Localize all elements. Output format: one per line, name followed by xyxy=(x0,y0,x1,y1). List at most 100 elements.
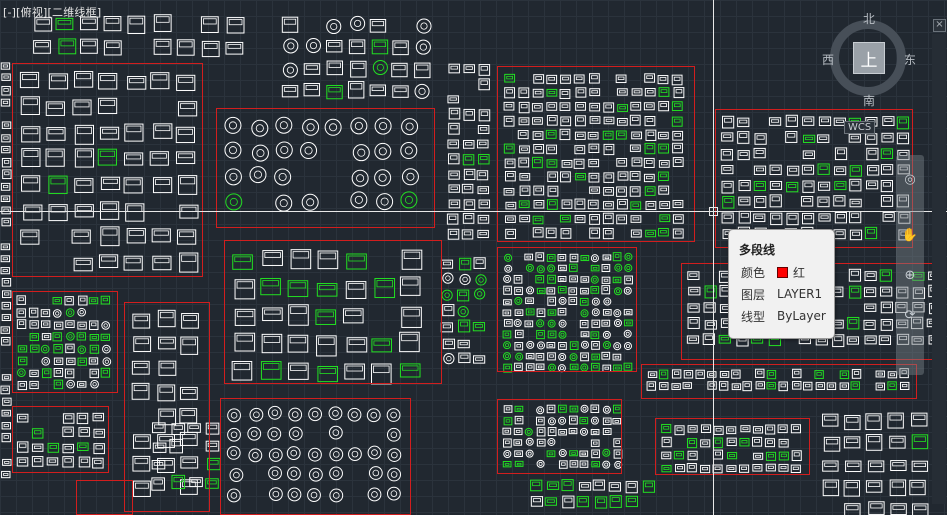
cad-block[interactable] xyxy=(582,333,588,336)
cad-block[interactable] xyxy=(4,399,10,403)
cad-block[interactable] xyxy=(373,365,390,374)
cad-block[interactable] xyxy=(559,256,565,260)
cad-block[interactable] xyxy=(367,445,382,460)
cad-block[interactable] xyxy=(58,38,77,55)
cad-block[interactable] xyxy=(99,126,120,140)
cad-block[interactable] xyxy=(444,292,450,298)
cad-block[interactable] xyxy=(880,286,893,297)
cad-block[interactable] xyxy=(866,147,879,161)
cad-block[interactable] xyxy=(268,487,283,502)
cad-block[interactable] xyxy=(591,118,599,122)
cad-block[interactable] xyxy=(672,199,684,208)
cad-block[interactable] xyxy=(895,301,908,313)
cad-block[interactable] xyxy=(3,411,9,415)
navigation-bar[interactable]: ◎ ✋ ⊕ ⟳ xyxy=(896,155,924,375)
cad-block[interactable] xyxy=(505,419,511,423)
cad-block[interactable] xyxy=(442,261,451,266)
cad-block[interactable] xyxy=(224,141,242,159)
cad-block[interactable] xyxy=(558,428,567,436)
cad-block[interactable] xyxy=(236,334,253,342)
cad-block[interactable] xyxy=(661,216,669,220)
cad-block[interactable] xyxy=(559,310,565,313)
group-box-round-tables[interactable] xyxy=(220,398,411,515)
cad-block[interactable] xyxy=(177,101,198,117)
cad-block[interactable] xyxy=(505,228,517,239)
cad-block[interactable] xyxy=(766,370,777,380)
cad-block[interactable] xyxy=(458,319,471,333)
cad-block[interactable] xyxy=(913,436,927,442)
cad-block[interactable] xyxy=(135,482,149,489)
cad-block[interactable] xyxy=(589,102,601,112)
cad-block[interactable] xyxy=(914,289,923,294)
cad-block[interactable] xyxy=(756,135,765,140)
cad-block[interactable] xyxy=(661,162,668,166)
cad-block[interactable] xyxy=(0,267,10,275)
cad-block[interactable] xyxy=(82,40,96,47)
cad-block[interactable] xyxy=(632,103,640,108)
cad-block[interactable] xyxy=(737,117,750,128)
cad-block[interactable] xyxy=(752,426,764,434)
cad-block[interactable] xyxy=(723,214,732,219)
cad-block[interactable] xyxy=(618,132,625,137)
cad-block[interactable] xyxy=(55,17,74,31)
cad-block[interactable] xyxy=(625,288,630,293)
cad-block[interactable] xyxy=(465,170,474,176)
cad-block[interactable] xyxy=(504,73,516,83)
compass-north[interactable]: 北 xyxy=(863,12,876,26)
cad-block[interactable] xyxy=(478,277,484,283)
cad-block[interactable] xyxy=(68,359,74,363)
cad-block[interactable] xyxy=(757,383,763,387)
cad-block[interactable] xyxy=(546,102,558,111)
cad-block[interactable] xyxy=(546,287,556,295)
cad-block[interactable] xyxy=(62,456,74,468)
cad-block[interactable] xyxy=(283,87,297,92)
cad-block[interactable] xyxy=(182,389,196,394)
cad-block[interactable] xyxy=(560,321,565,326)
cad-block[interactable] xyxy=(527,439,532,444)
cad-block[interactable] xyxy=(804,118,813,123)
cad-block[interactable] xyxy=(549,429,555,433)
cad-block[interactable] xyxy=(153,230,169,236)
cad-block[interactable] xyxy=(548,344,554,347)
cad-block[interactable] xyxy=(569,353,578,362)
cad-block[interactable] xyxy=(661,423,672,434)
cad-block[interactable] xyxy=(100,226,120,247)
cad-block[interactable] xyxy=(869,167,878,172)
cad-block[interactable] xyxy=(477,214,490,224)
cad-block[interactable] xyxy=(672,142,683,154)
cad-block[interactable] xyxy=(538,461,543,466)
cad-block[interactable] xyxy=(592,256,597,261)
cad-block[interactable] xyxy=(740,182,749,187)
cad-block[interactable] xyxy=(301,193,319,211)
cad-block[interactable] xyxy=(77,381,87,388)
cad-block[interactable] xyxy=(226,17,245,34)
cad-block[interactable] xyxy=(525,353,535,360)
cad-block[interactable] xyxy=(658,369,669,380)
cad-block[interactable] xyxy=(305,85,318,91)
cad-block[interactable] xyxy=(102,178,118,184)
cad-block[interactable] xyxy=(23,204,43,221)
cad-block[interactable] xyxy=(643,173,655,183)
cad-block[interactable] xyxy=(771,196,780,202)
cad-block[interactable] xyxy=(55,311,60,316)
cad-block[interactable] xyxy=(684,384,690,387)
cad-block[interactable] xyxy=(329,447,344,462)
cad-block[interactable] xyxy=(889,435,906,449)
cad-block[interactable] xyxy=(549,173,556,178)
cad-block[interactable] xyxy=(464,156,473,161)
cad-block[interactable] xyxy=(503,143,515,154)
cad-block[interactable] xyxy=(227,44,242,49)
group-box-plants[interactable] xyxy=(497,247,637,372)
cad-block[interactable] xyxy=(644,186,656,196)
cad-block[interactable] xyxy=(702,467,709,471)
cad-block[interactable] xyxy=(624,263,633,272)
viewcube-compass-ring[interactable] xyxy=(830,20,906,96)
cad-block[interactable] xyxy=(270,430,278,438)
cad-block[interactable] xyxy=(536,406,545,415)
cad-block[interactable] xyxy=(300,142,318,160)
cad-block[interactable] xyxy=(882,212,895,222)
cad-block[interactable] xyxy=(152,177,173,194)
cad-block[interactable] xyxy=(644,88,656,97)
cad-block[interactable] xyxy=(189,477,203,488)
cad-block[interactable] xyxy=(79,310,84,315)
